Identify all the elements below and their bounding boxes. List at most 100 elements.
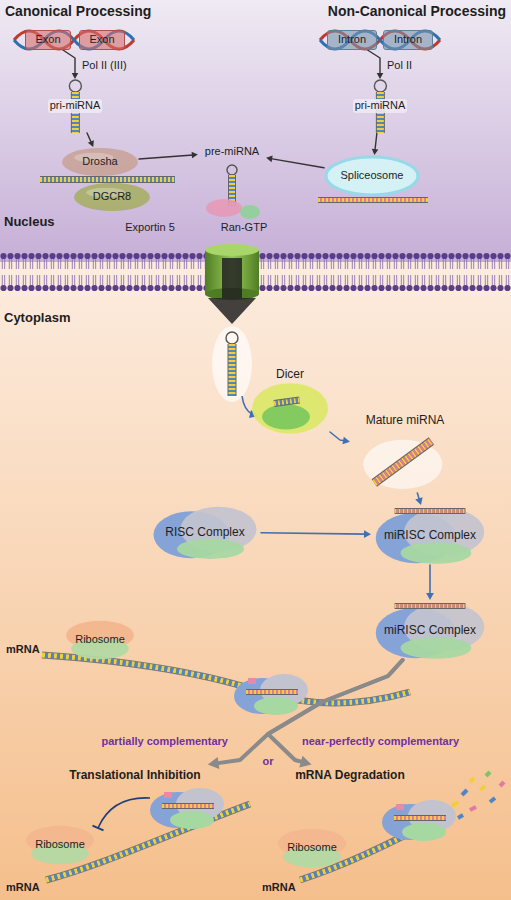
illustration-part xyxy=(480,786,485,790)
node-label: pre-miRNA xyxy=(203,145,261,159)
illustration-part xyxy=(234,674,308,715)
ribosome: Ribosome xyxy=(276,828,348,868)
node-label: Ribosome xyxy=(33,838,87,852)
arrow-head xyxy=(88,140,94,147)
illustration-part xyxy=(42,655,410,703)
node-label: DGCR8 xyxy=(91,190,134,204)
illustration-part xyxy=(206,199,242,217)
annotation-label: Non-Canonical Processing xyxy=(328,3,506,21)
node-label: Exon xyxy=(87,33,116,47)
flow-arrow xyxy=(268,660,403,767)
outcome-label: Translational Inhibition xyxy=(62,765,207,786)
illustration-part xyxy=(318,197,428,203)
illustration-part xyxy=(326,157,418,195)
flow-arrow xyxy=(426,565,434,600)
connector-line xyxy=(429,565,431,594)
illustration-part xyxy=(228,344,237,396)
annotation-label: Exportin 5 xyxy=(125,221,175,235)
annotation-label: Cytoplasm xyxy=(4,310,70,326)
connector-line xyxy=(139,155,193,159)
illustration-part xyxy=(42,655,410,703)
edge-label: near-perfectly complementary xyxy=(302,735,459,749)
arrow-head xyxy=(342,437,350,445)
connector-line xyxy=(271,159,324,168)
illustration-part xyxy=(0,0,511,262)
connector-line xyxy=(330,432,344,441)
ribosome: Ribosome xyxy=(24,825,96,865)
illustration-part xyxy=(395,604,466,608)
node-label: Mature miRNA xyxy=(364,413,447,428)
arrow-head xyxy=(364,530,371,538)
illustration-part xyxy=(229,344,236,396)
illustration-part xyxy=(0,252,205,292)
flow-arrow xyxy=(372,133,379,155)
arrow-head xyxy=(377,73,384,79)
illustration-part xyxy=(401,637,472,659)
annotation-label: or xyxy=(263,755,274,769)
illustration-part xyxy=(150,788,224,829)
illustration-part xyxy=(395,509,466,513)
illustration-part xyxy=(320,31,440,49)
outcome-label: mRNA Degradation xyxy=(288,765,412,786)
illustration-part xyxy=(374,80,386,92)
node-label: Exon xyxy=(33,33,62,47)
illustration-part xyxy=(318,198,428,202)
illustration-part xyxy=(458,815,463,818)
illustration-part xyxy=(240,205,260,219)
arrow-head xyxy=(372,149,379,155)
pre-mirna-label: pre-miRNA xyxy=(198,142,266,162)
intron-box: Intron xyxy=(383,30,433,50)
arrow-head xyxy=(266,156,272,163)
illustration-part xyxy=(470,778,474,782)
mature-mirna: Mature miRNA xyxy=(350,411,460,493)
pri-mirna-hairpin: pri-miRNA xyxy=(43,79,108,133)
illustration-part xyxy=(14,31,134,49)
flow-arrow xyxy=(87,133,94,147)
dgcr8-protein: DGCR8 xyxy=(73,182,151,212)
illustration-part xyxy=(74,183,150,211)
flow-arrow xyxy=(266,156,324,168)
illustration-part xyxy=(98,798,150,828)
illustration-part xyxy=(452,802,458,806)
illustration-part xyxy=(69,80,81,92)
connector-line xyxy=(261,533,365,534)
annotation-label: Nucleus xyxy=(4,214,55,230)
node-label: Dicer xyxy=(274,367,306,382)
illustration-part xyxy=(0,262,511,900)
illustration-part xyxy=(486,772,490,776)
connector-line xyxy=(375,133,377,150)
connector-line xyxy=(368,50,380,74)
connector-line xyxy=(87,133,91,143)
arrow-head xyxy=(192,152,198,159)
flow-arrow xyxy=(415,493,422,505)
illustration-part xyxy=(401,542,472,564)
illustration-part xyxy=(382,800,456,841)
illustration-part xyxy=(470,807,476,810)
illustration-part xyxy=(363,440,442,489)
node-label: miRISC Complex xyxy=(382,528,478,543)
illustration-part xyxy=(490,798,495,802)
ribosome: Ribosome xyxy=(64,620,136,660)
illustration-part xyxy=(242,396,252,414)
illustration-part xyxy=(177,539,244,559)
illustration-part xyxy=(318,198,428,202)
illustration-part xyxy=(93,826,104,831)
illustration-part xyxy=(62,148,138,176)
exon-box: Exon xyxy=(79,30,125,50)
node-label: Ribosome xyxy=(73,633,127,647)
illustration-part xyxy=(212,326,252,402)
illustration-part xyxy=(205,244,259,256)
illustration-part xyxy=(262,404,310,429)
illustration-part xyxy=(226,332,238,344)
node-label: miRISC Complex xyxy=(382,623,478,638)
annotation-label: Canonical Processing xyxy=(5,3,151,21)
illustration-part xyxy=(252,383,328,433)
illustration-part xyxy=(395,508,466,514)
exon-box: Exon xyxy=(25,30,71,50)
arrow-head xyxy=(299,756,311,768)
illustration-part xyxy=(274,400,300,404)
node-label: pri-miRNA xyxy=(353,99,408,113)
illustration-part xyxy=(320,31,440,49)
illustration-part xyxy=(259,252,511,292)
risc-complex: RISC Complex xyxy=(149,504,261,560)
